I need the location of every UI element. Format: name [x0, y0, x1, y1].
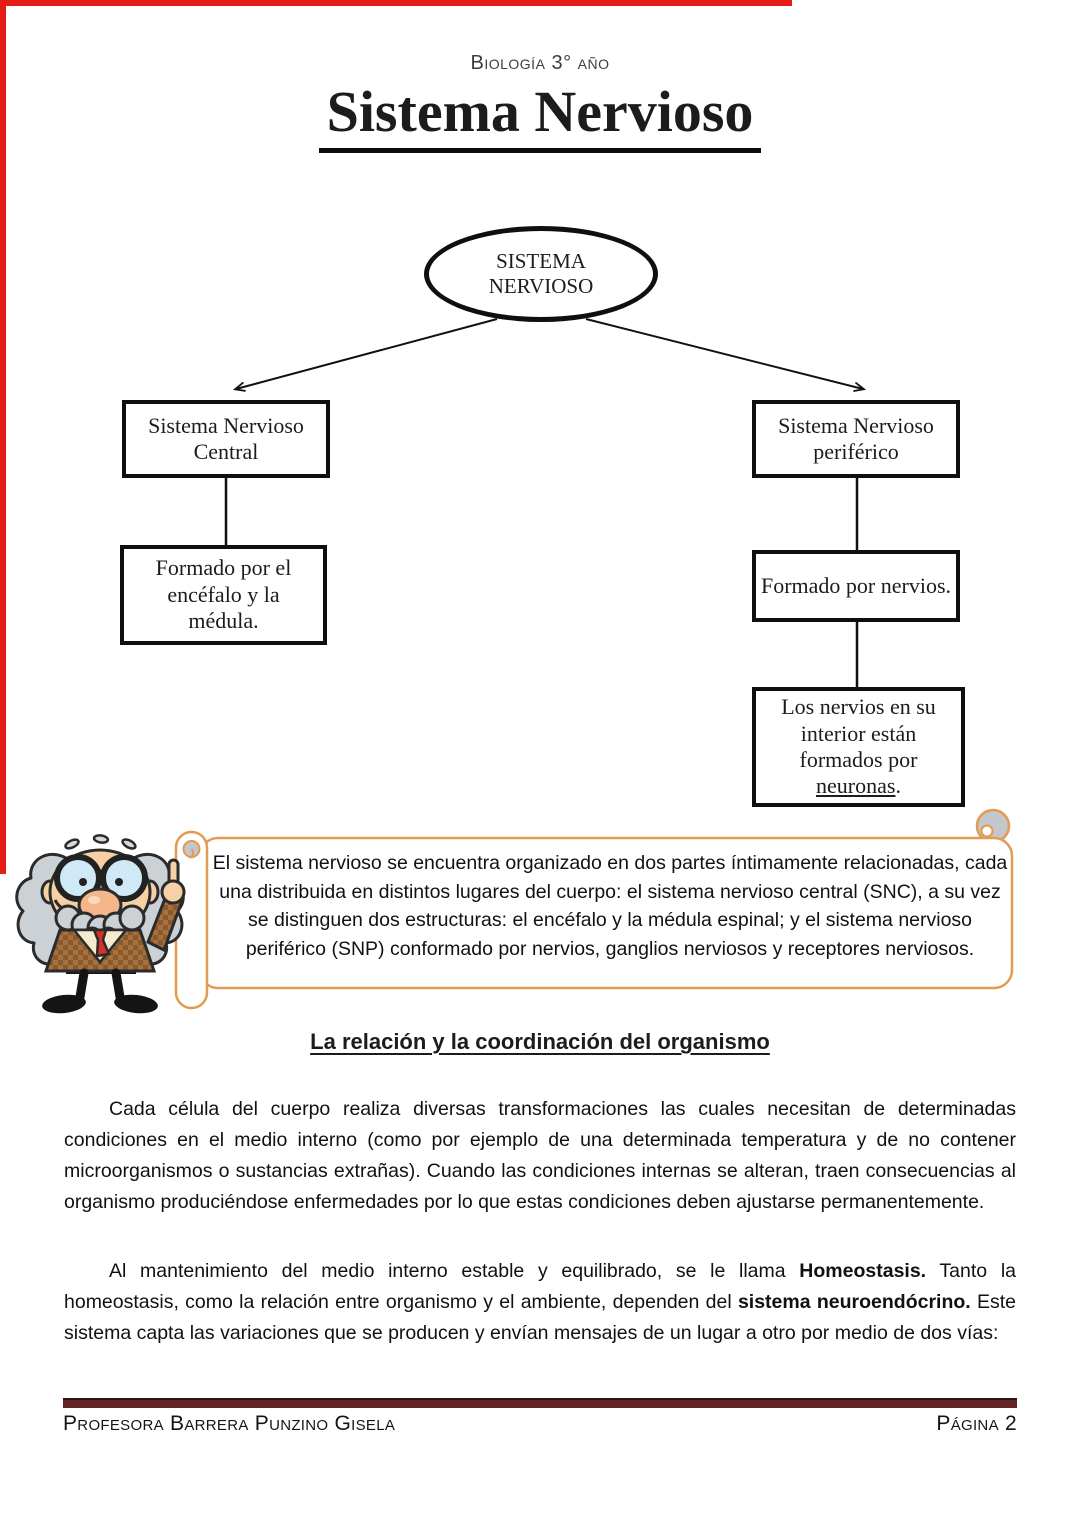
diagram-node-neuronas: Los nervios en su interior están formado…	[752, 687, 965, 807]
course-label: Biología 3° año	[470, 52, 610, 74]
page-title-wrap: Sistema Nervioso	[0, 80, 1080, 153]
scroll-banner	[174, 808, 1014, 1010]
footer-page-number: Página 2	[936, 1412, 1017, 1435]
footer-author: Profesora Barrera Punzino Gisela	[63, 1412, 396, 1435]
section-heading-wrap: La relación y la coordinación del organi…	[0, 1029, 1080, 1055]
diagram-node-snc-detail: Formado por el encéfalo y la médula.	[120, 545, 327, 645]
paragraph-2: Al mantenimiento del medio interno estab…	[64, 1259, 1017, 1344]
professor-cartoon	[15, 834, 186, 1014]
diagram-node-snp: Sistema Nervioso periférico	[752, 400, 960, 478]
paragraph-1: Cada célula del cuerpo realiza diversas …	[64, 1097, 1016, 1213]
callout-text: El sistema nervioso se encuentra organiz…	[212, 852, 1008, 960]
footer-rule	[63, 1398, 1017, 1408]
diagram-node-snc: Sistema Nervioso Central	[122, 400, 330, 478]
diagram-node-snp-detail: Formado por nervios.	[752, 550, 960, 622]
neuronas-text-pre: Los nervios en su interior están formado…	[781, 694, 936, 772]
footer: Profesora Barrera Punzino Gisela Página …	[63, 1412, 1017, 1436]
neuronas-text-post: .	[895, 773, 901, 799]
page-border-top	[0, 0, 792, 6]
page-title: Sistema Nervioso	[318, 80, 762, 153]
page-border-left	[0, 0, 6, 874]
neuronas-underlined: neuronas	[816, 773, 896, 799]
section-heading: La relación y la coordinación del organi…	[310, 1029, 770, 1054]
diagram-root-node: SISTEMA NERVIOSO	[424, 226, 658, 322]
